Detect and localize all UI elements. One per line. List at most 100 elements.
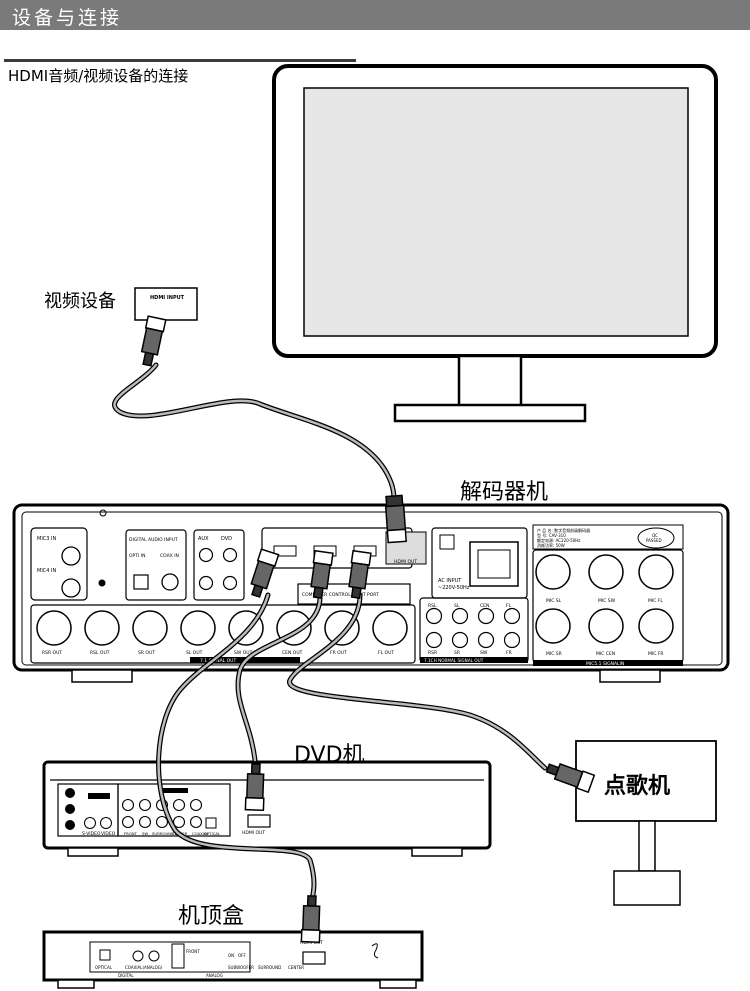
svg-text:型 号: CAV-310: 型 号: CAV-310 <box>537 532 566 538</box>
svg-text:MIC SL: MIC SL <box>546 598 562 604</box>
dvd-rca-jack <box>172 798 186 812</box>
xlr-output-connector <box>132 610 168 646</box>
svg-text:CENTER: CENTER <box>288 965 304 970</box>
xlr-output-connector <box>180 610 216 646</box>
svg-text:MIC SW: MIC SW <box>598 598 616 604</box>
tv-base <box>393 403 587 423</box>
xlr-output-connector <box>372 610 408 646</box>
svg-text:PASSED: PASSED <box>646 538 662 543</box>
svg-text:7.1CH NORMAL SIGNAL OUT: 7.1CH NORMAL SIGNAL OUT <box>424 658 484 663</box>
channel-label: RSR <box>428 650 437 656</box>
svg-text:OPTICAL: OPTICAL <box>204 831 221 836</box>
svg-text:OPTI IN: OPTI IN <box>129 553 145 559</box>
svg-text:DVD: DVD <box>221 536 232 542</box>
video-device-port-box: HDMI INPUT <box>134 287 198 321</box>
svg-text:产 品 名: 数字音频前级解码器: 产 品 名: 数字音频前级解码器 <box>537 527 590 533</box>
channel-label: RSL <box>428 603 437 609</box>
svg-text:~220V-50Hz: ~220V-50Hz <box>438 585 470 591</box>
rca-jack <box>451 631 469 649</box>
svg-text:ON: ON <box>228 953 234 958</box>
svg-text:HDMI OUT: HDMI OUT <box>242 830 265 836</box>
output-label: CEN OUT <box>282 650 303 656</box>
set-top-box-label: 机顶盒 <box>178 904 245 929</box>
dvd-rca-jack <box>189 815 203 829</box>
channel-label: CEN <box>480 603 489 609</box>
video-device-label: 视频设备 <box>44 291 116 312</box>
svg-text:7.1 SIGNAL OUT: 7.1 SIGNAL OUT <box>200 658 236 664</box>
svg-text:HDMI OUT: HDMI OUT <box>394 559 417 565</box>
svg-text:DIGITAL AUDIO INPUT: DIGITAL AUDIO INPUT <box>129 537 178 543</box>
dvd-label: DVD机 <box>294 743 365 768</box>
svg-text:COAX IN: COAX IN <box>160 553 179 559</box>
xlr-output-connector <box>324 610 360 646</box>
svg-text:MIC3 IN: MIC3 IN <box>37 536 57 542</box>
svg-text:MIC SR: MIC SR <box>546 651 562 657</box>
svg-text:COMPUTER CONTROL INPUT PORT: COMPUTER CONTROL INPUT PORT <box>302 592 379 598</box>
channel-label: FL <box>506 603 512 609</box>
svg-text:SURROUND: SURROUND <box>258 965 281 970</box>
svg-text:MIC FL: MIC FL <box>648 598 663 604</box>
svg-text:OFF: OFF <box>238 953 246 958</box>
rca-jack <box>503 631 521 649</box>
hdmi-plugs <box>140 315 596 944</box>
output-label: SR OUT <box>138 650 155 656</box>
svg-text:额定电源: AC220-50Hz: 额定电源: AC220-50Hz <box>537 537 580 543</box>
svg-text:SURROUND: SURROUND <box>152 831 174 836</box>
rca-jack <box>477 631 495 649</box>
svg-text:ANALOG: ANALOG <box>206 973 223 978</box>
output-label: RSL OUT <box>90 650 110 656</box>
page-title: 设备与连接 <box>12 7 123 29</box>
tv-screen <box>303 87 689 337</box>
tv-monitor <box>272 64 718 423</box>
xlr-output-connector <box>84 610 120 646</box>
dvd-rca-jack <box>189 798 203 812</box>
decoder-label: 解码器机 <box>460 480 549 505</box>
diagram-subtitle: HDMI音频/视频设备的连接 <box>8 67 189 85</box>
tv-neck <box>457 354 523 408</box>
dvd-rca-jack <box>121 798 135 812</box>
jukebox-label: 点歌机 <box>604 774 671 799</box>
svg-text:FRONT: FRONT <box>186 949 200 954</box>
svg-text:OPTICAL: OPTICAL <box>95 965 113 970</box>
channel-label: SL <box>454 603 460 609</box>
svg-text:MIC5.1 SIGNALIN: MIC5.1 SIGNALIN <box>586 661 624 667</box>
output-label: SW OUT <box>234 650 253 656</box>
header-banner: 设备与连接 <box>0 0 750 30</box>
output-label: FL OUT <box>378 650 394 656</box>
channel-label: SR <box>454 650 460 656</box>
rca-jack <box>425 631 443 649</box>
rca-jack <box>503 607 521 625</box>
dvd-rca-jack <box>121 815 135 829</box>
svg-text:SUBWOOFER: SUBWOOFER <box>228 965 254 970</box>
svg-text:MIC4 IN: MIC4 IN <box>37 568 57 574</box>
svg-text:HDMI OUT: HDMI OUT <box>300 940 323 946</box>
svg-text:COAXIAL: COAXIAL <box>192 831 209 836</box>
decoder-foot-left <box>71 669 133 683</box>
svg-text:DIGITAL: DIGITAL <box>118 973 134 978</box>
jukebox <box>575 740 717 906</box>
svg-text:AC INPUT: AC INPUT <box>438 578 462 584</box>
output-label: SL OUT <box>186 650 203 656</box>
decoder-unit: MIC3 IN MIC4 IN DIGITAL AUDIO INPUT OPTI… <box>12 503 730 683</box>
subtitle-divider <box>4 59 356 62</box>
dvd-rca-jack <box>172 815 186 829</box>
dvd-rca-jack <box>138 798 152 812</box>
svg-text:SW: SW <box>142 831 148 836</box>
svg-text:S-VIDEO: S-VIDEO <box>82 831 101 837</box>
decoder-foot-right <box>599 669 661 683</box>
hdmi-input-label: HDMI INPUT <box>150 295 185 301</box>
svg-text:COAXIAL(ANALOG): COAXIAL(ANALOG) <box>125 965 163 970</box>
svg-text:AUX: AUX <box>198 536 209 542</box>
dvd-rca-jack <box>155 815 169 829</box>
rca-jack <box>477 607 495 625</box>
channel-label: SW <box>480 650 488 656</box>
dvd-rca-jack <box>138 815 152 829</box>
svg-text:QC: QC <box>652 533 658 538</box>
svg-text:MIC FR: MIC FR <box>648 651 664 657</box>
hdmi-cables <box>112 362 548 903</box>
dvd-player: S-VIDEO VIDEO FRONT SW SURROUND CENTER C… <box>42 760 492 857</box>
svg-text:消耗功率: 50W: 消耗功率: 50W <box>537 542 565 548</box>
rca-jack <box>425 607 443 625</box>
output-label: FR OUT <box>330 650 347 656</box>
svg-text:VIDEO: VIDEO <box>101 831 116 837</box>
